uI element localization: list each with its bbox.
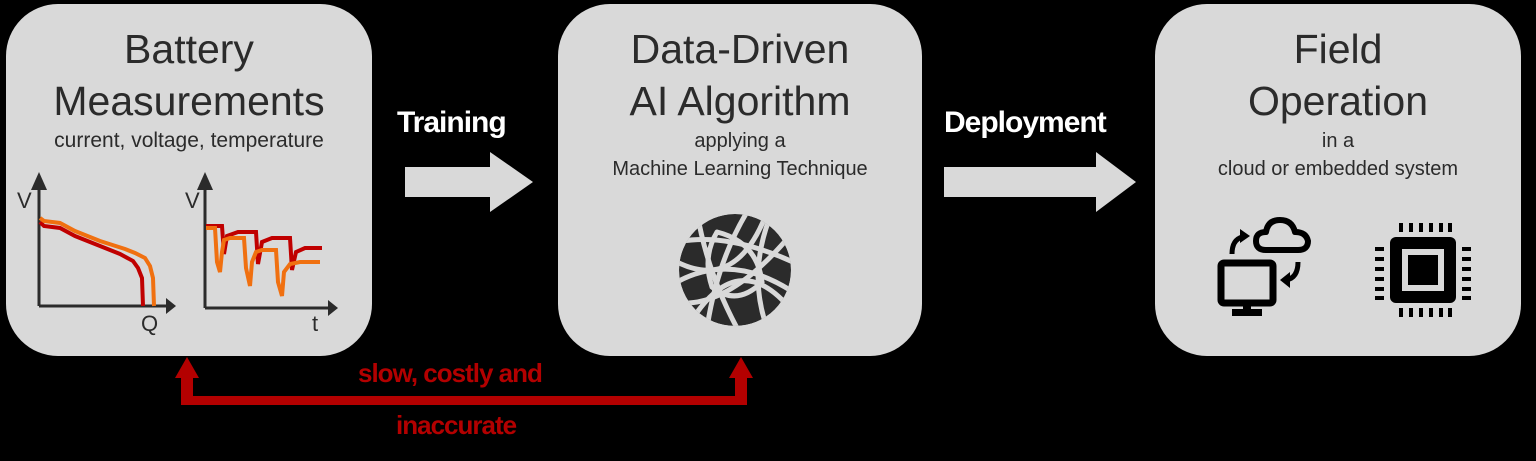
feedback-label-line1: slow, costly and [358, 358, 543, 388]
ai-algorithm-box: Data-Driven AI Algorithm applying a Mach… [558, 4, 922, 356]
chart2-y-label: V [185, 188, 200, 213]
box-title-line2: Measurements [53, 78, 325, 124]
microchip-icon [1375, 223, 1471, 317]
box-subtitle-line2: cloud or embedded system [1217, 158, 1459, 180]
box-subtitle: current, voltage, temperature [54, 129, 324, 152]
chart1-x-label: Q [141, 311, 159, 336]
box-title-line1: Data-Driven [630, 26, 850, 72]
box-title-line1: Field [1293, 26, 1383, 72]
box-subtitle-line1: in a [1321, 130, 1355, 152]
box-title-line1: Battery [124, 26, 254, 72]
box-subtitle-line2: Machine Learning Technique [612, 158, 868, 180]
deployment-arrow-icon [944, 152, 1136, 212]
training-label: Training [397, 106, 507, 139]
deployment-label: Deployment [944, 106, 1107, 139]
training-arrow-icon [405, 152, 533, 212]
box-title-line2: Operation [1247, 78, 1429, 124]
chart1-y-label: V [17, 188, 32, 213]
field-operation-box: Field Operation in a cloud or embedded s… [1155, 4, 1521, 356]
box-title-line2: AI Algorithm [629, 78, 851, 124]
cloud-sync-computer-icon [1217, 217, 1311, 316]
battery-measurements-box: Battery Measurements current, voltage, t… [6, 4, 372, 356]
chart2-x-label: t [312, 311, 319, 336]
neural-network-sphere-icon [679, 214, 791, 326]
box-subtitle-line1: applying a [694, 130, 786, 152]
feedback-label-line2: inaccurate [396, 410, 517, 440]
